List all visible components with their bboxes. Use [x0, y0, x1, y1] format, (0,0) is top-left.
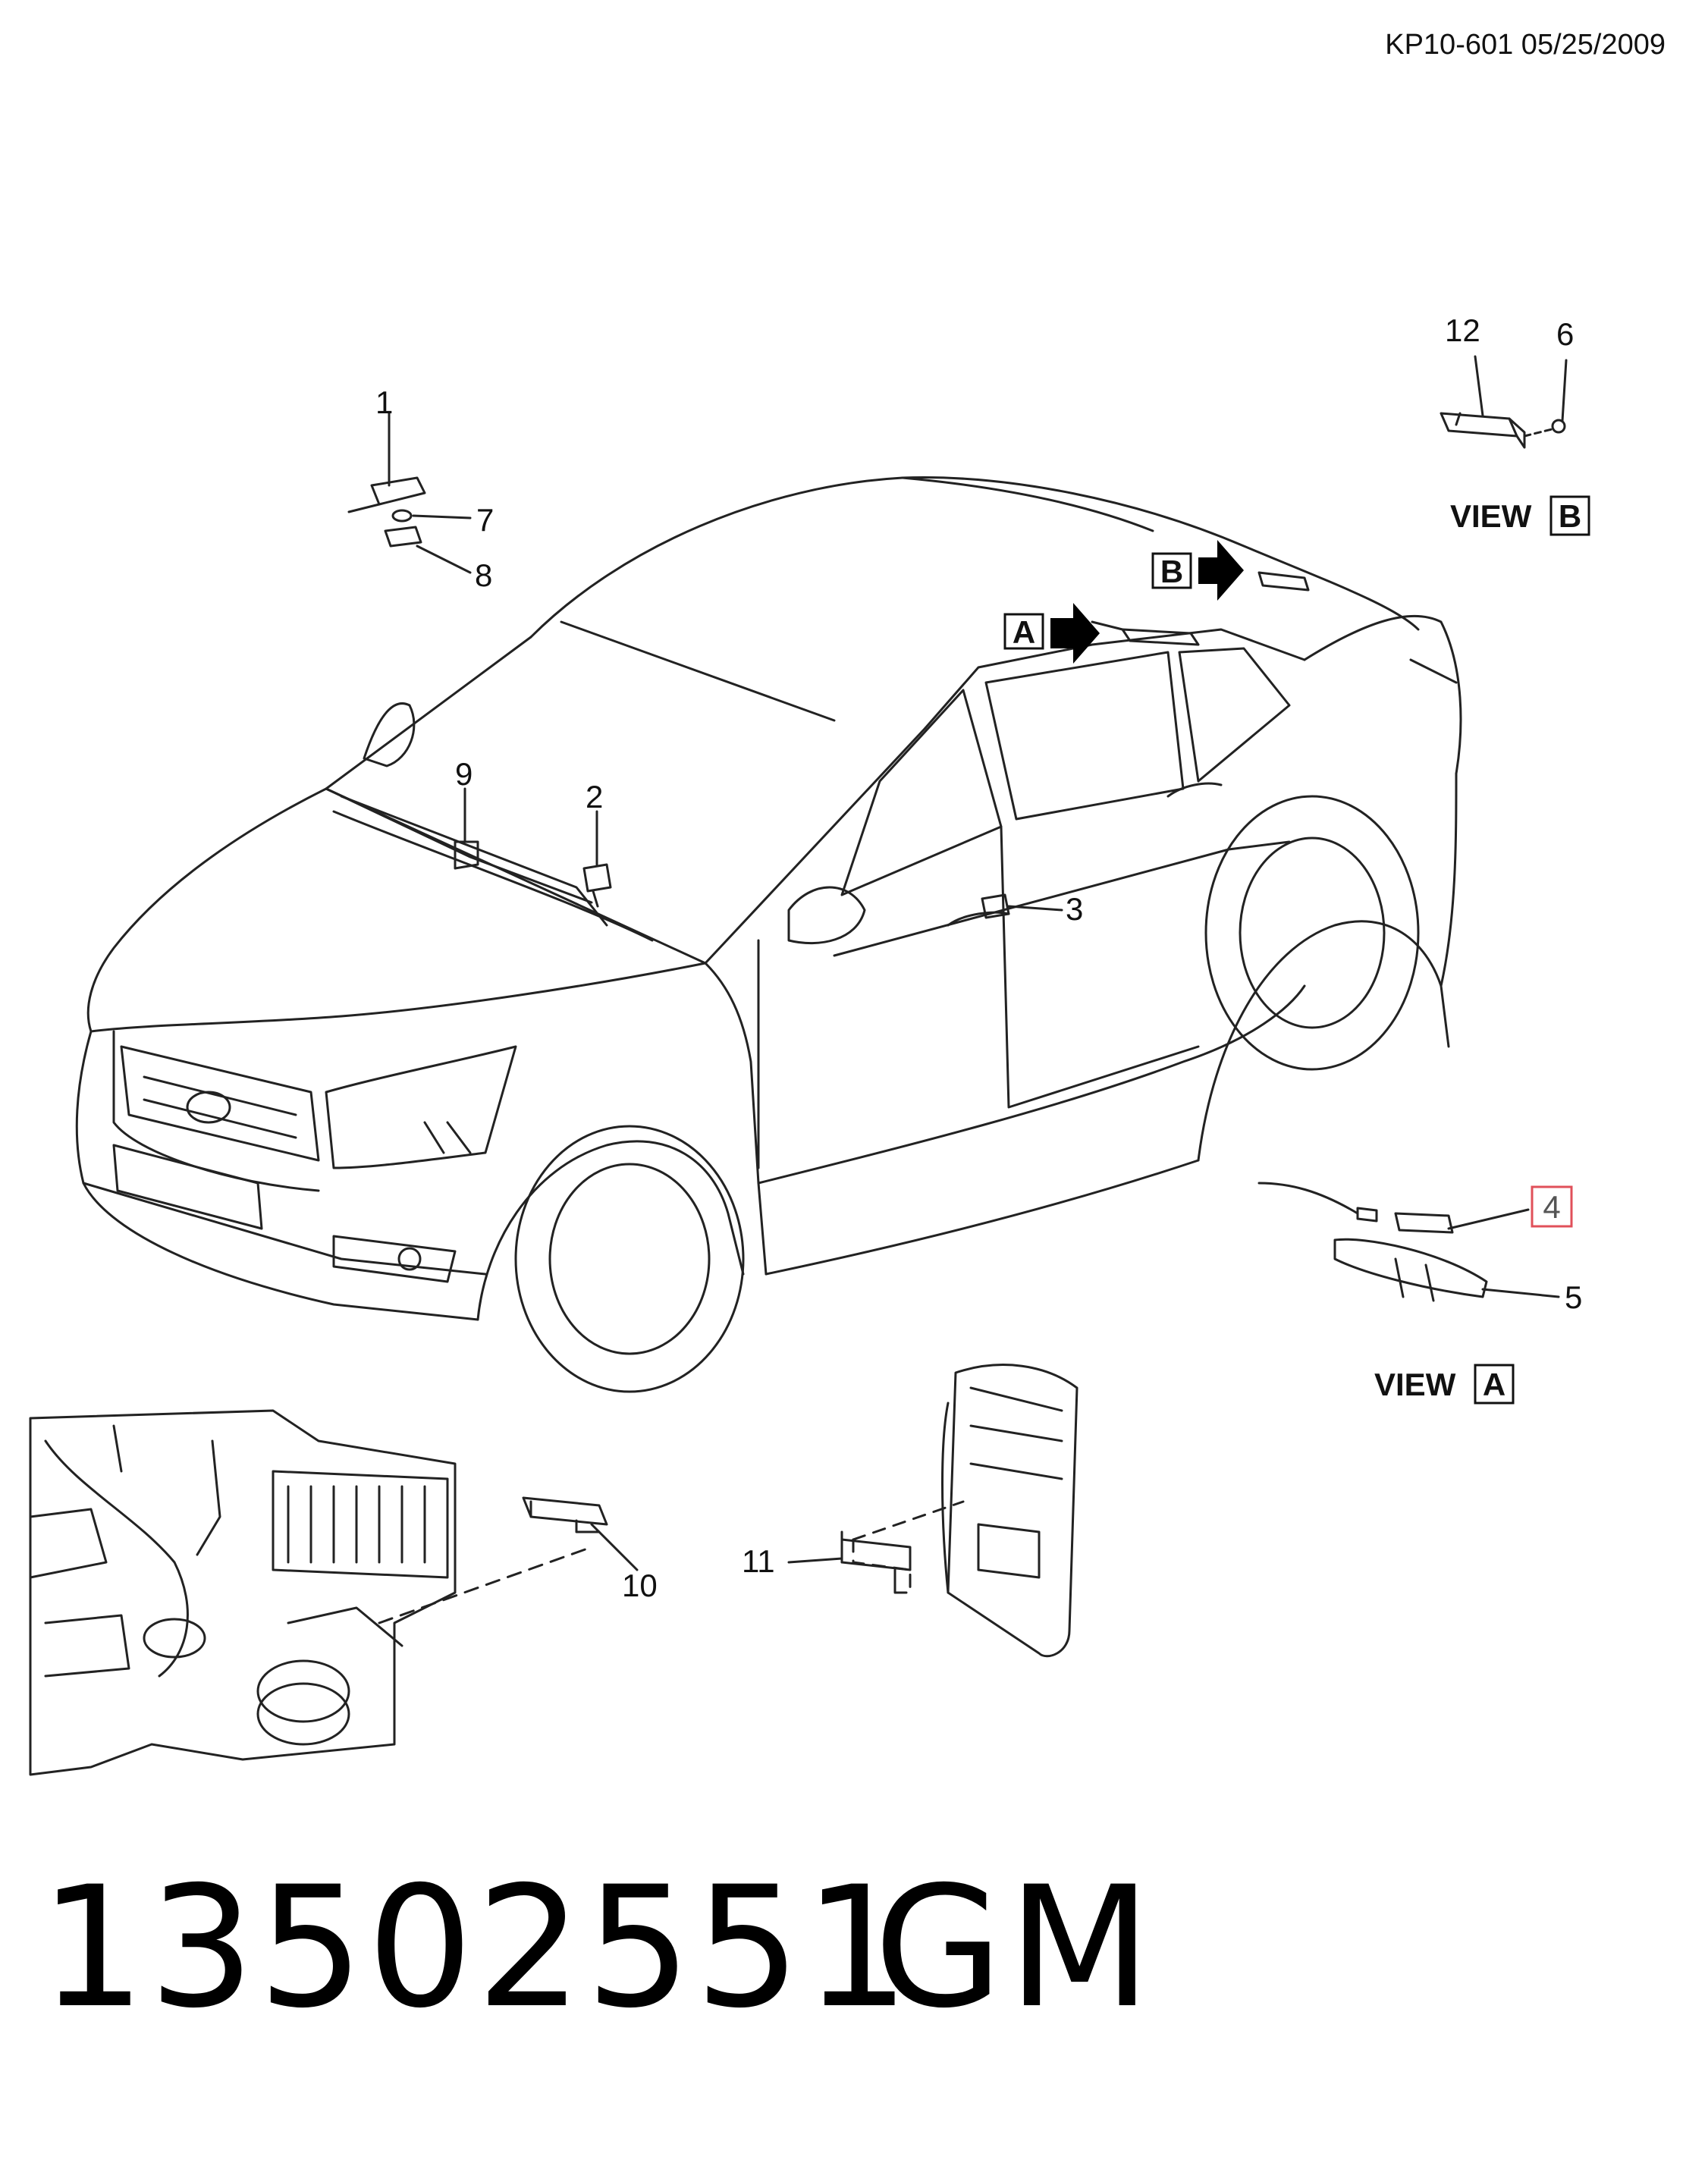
- svg-text:A: A: [1013, 614, 1035, 650]
- part-6-illustration: [1551, 419, 1566, 434]
- leader-5: [1481, 1288, 1560, 1298]
- document-code: KP10-601 05/25/2009: [1385, 29, 1666, 61]
- part-3-illustration: [981, 893, 1010, 919]
- part-5-illustration: [1333, 1238, 1488, 1302]
- car-illustration: [75, 476, 1462, 1393]
- callout-1: 1: [375, 385, 393, 420]
- part-12-illustration: [1440, 412, 1526, 449]
- leader-11: [787, 1557, 843, 1564]
- part-number: 13502551: [39, 1850, 913, 2045]
- view-a-label: VIEW A: [1374, 1364, 1515, 1405]
- callout-12: 12: [1445, 312, 1480, 348]
- view-b-marker: B: [1151, 540, 1244, 601]
- callout-3: 3: [1066, 891, 1083, 927]
- view-b-target-illustration: [1257, 571, 1310, 592]
- callout-9: 9: [455, 756, 473, 792]
- callout-4: 4: [1543, 1189, 1560, 1225]
- leader-7: [412, 514, 472, 519]
- callout-10: 10: [622, 1568, 658, 1603]
- part-9-illustration: [454, 840, 479, 870]
- callout-8: 8: [475, 557, 492, 593]
- part-1-illustration: [347, 476, 426, 548]
- part-4-illustration: [1257, 1182, 1454, 1234]
- callout-11: 11: [742, 1543, 775, 1579]
- view-a-marker: A: [1003, 603, 1100, 664]
- svg-text:VIEW: VIEW: [1374, 1367, 1456, 1402]
- console-illustration: [941, 1364, 1078, 1658]
- leader-3: [1007, 905, 1063, 912]
- part-10-leader-dash: [378, 1546, 593, 1624]
- leader-12: [1474, 355, 1484, 417]
- svg-text:A: A: [1483, 1367, 1505, 1402]
- view-a-target-illustration: [1091, 620, 1200, 646]
- callout-6: 6: [1556, 316, 1574, 352]
- leader-6: [1561, 359, 1568, 422]
- part-2-illustration: [582, 863, 612, 908]
- view-a-arrow-icon: [1050, 603, 1100, 664]
- view-b-arrow-icon: [1198, 540, 1244, 601]
- part-10-illustration: [522, 1496, 608, 1533]
- svg-text:B: B: [1559, 498, 1581, 534]
- part-11-illustration: [840, 1530, 912, 1594]
- leader-8: [416, 545, 472, 574]
- callout-4-highlight: [1531, 1185, 1573, 1228]
- view-b-label: VIEW B: [1450, 495, 1590, 536]
- callout-7: 7: [476, 502, 494, 538]
- leader-10: [590, 1523, 639, 1571]
- leader-4: [1447, 1208, 1530, 1230]
- hvac-assembly-illustration: [29, 1409, 457, 1776]
- part-11-leader-dash: [852, 1500, 965, 1541]
- svg-text:VIEW: VIEW: [1450, 498, 1532, 534]
- callout-5: 5: [1565, 1279, 1582, 1315]
- manufacturer: GM: [874, 1850, 1157, 2045]
- callout-2: 2: [586, 779, 603, 815]
- svg-text:B: B: [1160, 554, 1183, 589]
